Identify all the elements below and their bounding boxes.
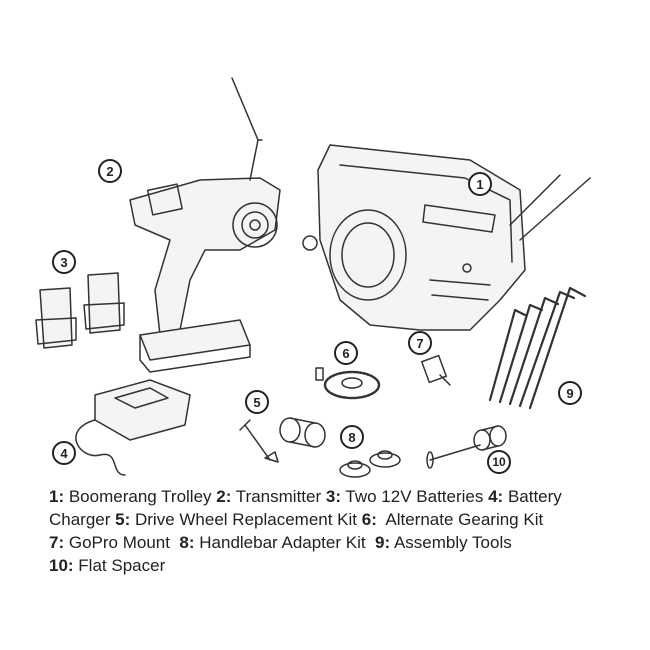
legend-label: Boomerang Trolley	[64, 487, 217, 506]
legend-line: Charger 5: Drive Wheel Replacement Kit 6…	[49, 508, 619, 531]
legend-number: 9:	[375, 533, 391, 552]
legend-number: 3:	[325, 487, 341, 506]
gear-drawing	[315, 367, 381, 400]
legend-label: Drive Wheel Replacement Kit	[130, 510, 362, 529]
boomerang-trolley-drawing	[302, 144, 591, 331]
legend-number: 4:	[488, 487, 504, 506]
callout-9: 9	[558, 381, 582, 405]
legend-label: Flat Spacer	[73, 556, 166, 575]
gopro-mount-drawing	[421, 354, 451, 386]
legend-number: 7:	[49, 533, 65, 552]
legend-label: GoPro Mount	[64, 533, 180, 552]
callout-6: 6	[334, 341, 358, 365]
batteries-drawing	[35, 272, 125, 349]
legend-line: 10: Flat Spacer	[49, 554, 619, 577]
legend-label: Transmitter	[231, 487, 326, 506]
callout-2: 2	[98, 159, 122, 183]
legend-number: 6:	[361, 510, 377, 529]
legend-number: 2:	[216, 487, 232, 506]
callout-8: 8	[340, 425, 364, 449]
callout-10: 10	[487, 450, 511, 474]
legend-label: Assembly Tools	[390, 533, 512, 552]
legend-label: Charger	[49, 510, 116, 529]
legend-number: 10:	[49, 556, 74, 575]
legend-label: Battery	[503, 487, 562, 506]
legend-label: Two 12V Batteries	[340, 487, 489, 506]
handlebar-adapter-drawing	[339, 450, 401, 478]
callout-3: 3	[52, 250, 76, 274]
flat-spacer-drawing	[426, 425, 507, 469]
transmitter-drawing	[129, 77, 281, 373]
callout-1: 1	[468, 172, 492, 196]
legend-number: 1:	[49, 487, 65, 506]
charger-drawing	[75, 379, 191, 476]
legend-line: 1: Boomerang Trolley 2: Transmitter 3: T…	[49, 485, 619, 508]
callout-5: 5	[245, 390, 269, 414]
legend-number: 5:	[115, 510, 131, 529]
assembly-tools-drawing	[488, 286, 587, 410]
parts-legend: 1: Boomerang Trolley 2: Transmitter 3: T…	[49, 485, 619, 577]
callout-4: 4	[52, 441, 76, 465]
legend-label: Handlebar Adapter Kit	[194, 533, 376, 552]
legend-number: 8:	[179, 533, 195, 552]
drive-wheel-kit-drawing	[239, 417, 326, 463]
legend-label: Alternate Gearing Kit	[376, 510, 544, 529]
legend-line: 7: GoPro Mount 8: Handlebar Adapter Kit …	[49, 531, 619, 554]
callout-7: 7	[408, 331, 432, 355]
